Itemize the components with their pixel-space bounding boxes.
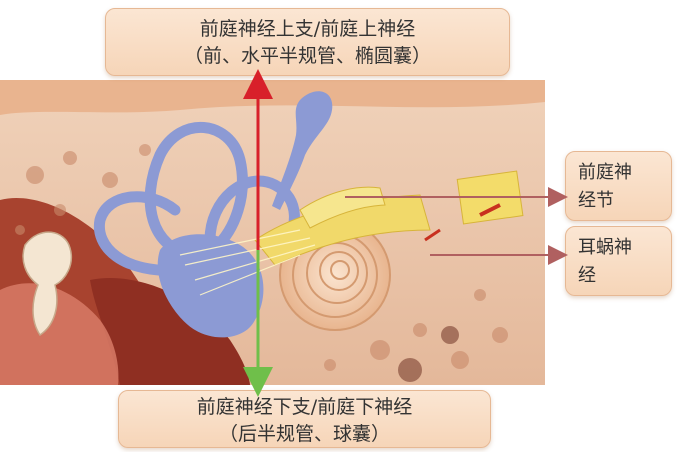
cochlear-label-line1: 耳蜗神 <box>578 237 632 258</box>
nerve-fibers <box>179 229 316 296</box>
superior-label-line2: （前、水平半规管、椭圆囊） <box>183 45 431 67</box>
vestibular-ganglion-label: 前庭神 经节 <box>565 151 672 221</box>
inferior-vestibular-nerve-label: 前庭神经下支/前庭下神经 （后半规管、球囊） <box>118 390 491 448</box>
inferior-label-line2: （后半规管、球囊） <box>218 423 390 445</box>
red-vessel <box>479 203 501 217</box>
vestibule <box>157 234 264 338</box>
ganglion-label-line2: 经节 <box>578 190 614 211</box>
ganglion-label-line1: 前庭神 <box>578 162 632 183</box>
cochlear-label-line2: 经 <box>578 265 596 286</box>
inferior-label-line1: 前庭神经下支/前庭下神经 <box>196 396 413 418</box>
ossicles <box>22 231 72 337</box>
cochlear-nerve-label: 耳蜗神 经 <box>565 226 672 296</box>
superior-label-line1: 前庭神经上支/前庭上神经 <box>199 18 416 40</box>
superior-vestibular-nerve-label: 前庭神经上支/前庭上神经 （前、水平半规管、椭圆囊） <box>105 8 510 76</box>
inner-ear-illustration <box>0 80 545 385</box>
red-vessel-2 <box>424 228 441 242</box>
lower-cavity <box>90 278 250 385</box>
bone-pores <box>15 144 508 382</box>
membrane <box>0 283 119 385</box>
endolymphatic-sac <box>272 91 333 210</box>
ganglion-bundle <box>456 170 524 225</box>
